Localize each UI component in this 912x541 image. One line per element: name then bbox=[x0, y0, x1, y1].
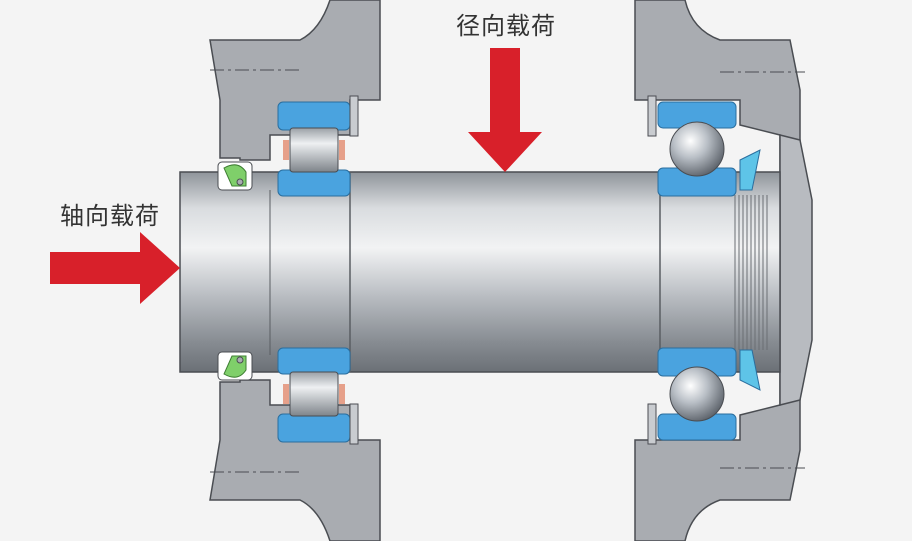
lock-washer-upper bbox=[739, 149, 761, 191]
cylindrical-roller-bearing-upper bbox=[277, 101, 351, 197]
end-cover bbox=[779, 134, 813, 406]
lip-seal-lower bbox=[217, 351, 253, 381]
centerlines bbox=[210, 69, 805, 473]
retaining-ring-upper bbox=[349, 95, 359, 137]
ball-bearing-upper bbox=[657, 101, 737, 197]
shaft-thread bbox=[734, 195, 768, 350]
retaining-ring-right-lower bbox=[647, 403, 657, 445]
radial-load-arrow bbox=[468, 48, 542, 172]
axial-load-label: 轴向载荷 bbox=[60, 202, 160, 230]
retaining-ring-right-upper bbox=[647, 95, 657, 137]
axial-load-arrow bbox=[50, 232, 180, 304]
housing-right-upper bbox=[634, 0, 801, 201]
shaft bbox=[179, 171, 781, 373]
radial-load-label: 径向载荷 bbox=[456, 12, 556, 40]
ball-bearing-lower bbox=[657, 347, 737, 441]
cylindrical-roller-bearing-lower bbox=[277, 347, 351, 443]
lock-washer-lower bbox=[739, 349, 761, 391]
lip-seal-upper bbox=[217, 161, 253, 191]
retaining-ring-lower bbox=[349, 403, 359, 445]
